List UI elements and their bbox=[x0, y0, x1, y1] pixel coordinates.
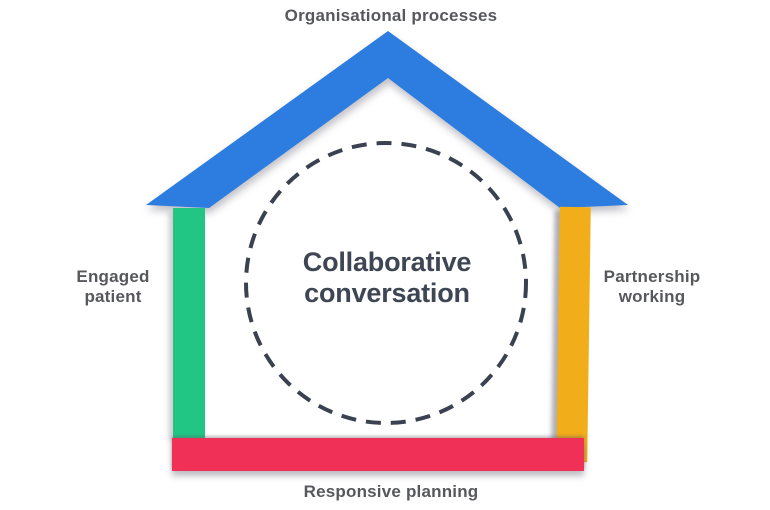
roof-shape bbox=[146, 31, 628, 208]
label-responsive-planning: Responsive planning bbox=[303, 482, 479, 501]
dashed-circle bbox=[244, 141, 528, 425]
engaged-patient-pillar bbox=[173, 208, 205, 438]
responsive-planning-bar bbox=[172, 438, 584, 471]
partnership-working-pillar bbox=[556, 206, 591, 463]
label-partnership-working: Partnership working bbox=[603, 267, 701, 307]
collaborative-conversation-text: Collaborative conversation bbox=[302, 247, 472, 308]
label-engaged-patient: Engaged patient bbox=[76, 267, 150, 307]
label-organisational-processes: Organisational processes bbox=[284, 6, 498, 25]
